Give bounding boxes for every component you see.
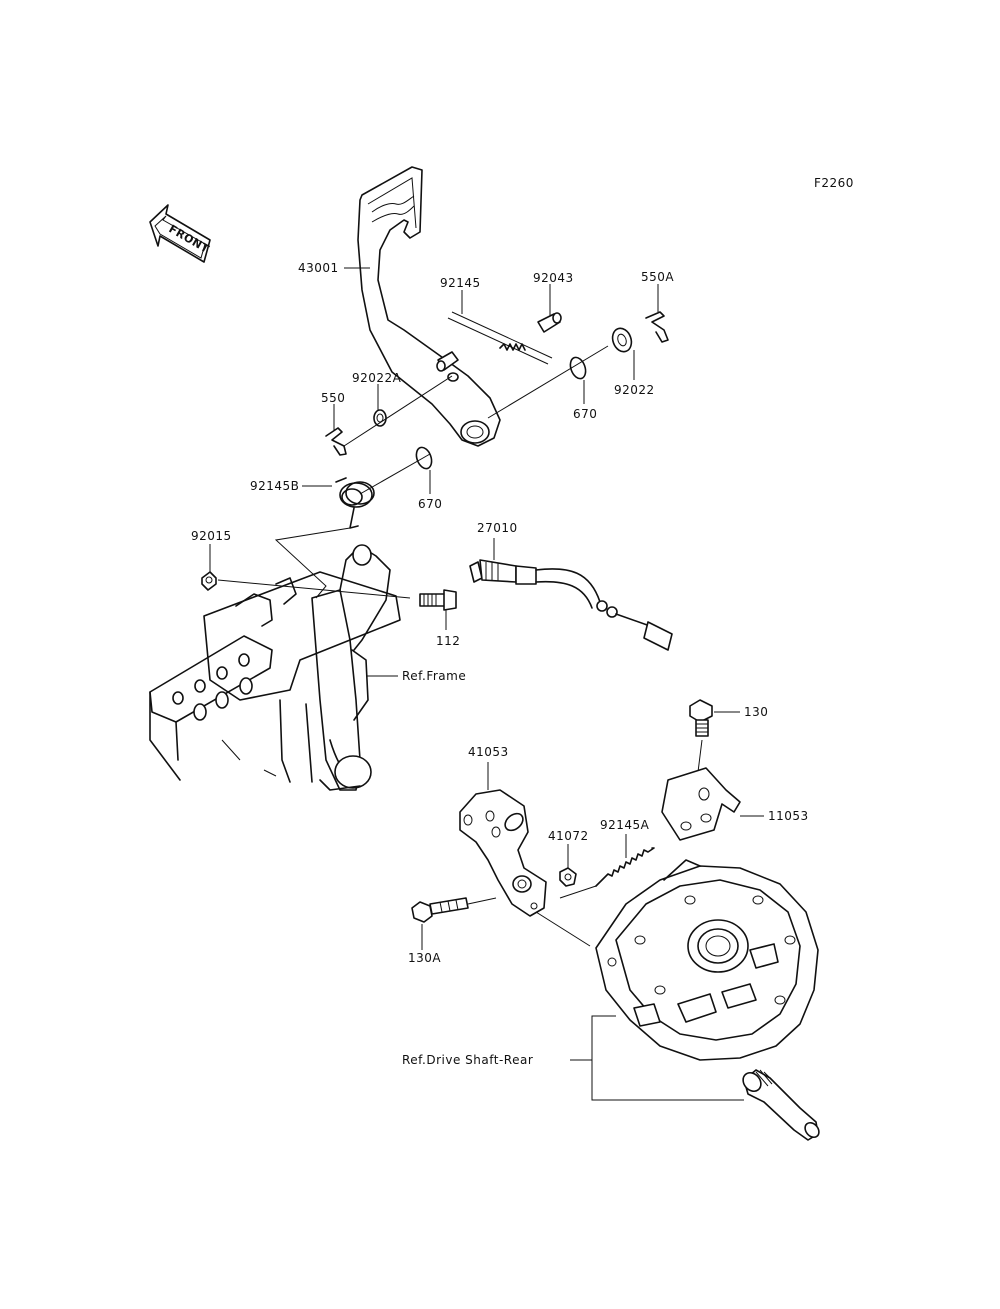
bolt-112 [419,589,457,611]
label-11053: 11053 [768,809,809,823]
spring-92145 [447,311,553,365]
label-550a: 550A [641,270,674,284]
cotter-pin-550a [645,311,669,343]
label-92145b: 92145B [250,479,299,493]
brake-lever-41053 [459,789,547,917]
label-130: 130 [744,705,768,719]
label-92015: 92015 [191,529,232,543]
drive-shaft-reference [742,1069,820,1141]
label-550: 550 [321,391,345,405]
bolt-130-axis [697,739,703,773]
assembly-axis-lower [359,453,431,495]
spring-routing-line [274,527,351,599]
bracket-11053 [661,767,741,841]
label-92022: 92022 [614,383,655,397]
frame-reference [149,544,401,791]
label-92022a: 92022A [352,371,402,385]
brake-light-switch-27010 [469,559,673,651]
assembly-axis-upper [343,345,609,447]
leader-lines [209,267,764,1101]
nut-41072 [559,867,577,887]
drive-shaft-housing-reference [595,859,819,1061]
pin-92043 [537,312,562,333]
label-ref-frame: Ref.Frame [402,669,466,683]
label-43001: 43001 [298,261,339,275]
washer-92022 [611,327,633,353]
o-ring-670-upper [569,356,587,380]
label-670-lower: 670 [418,497,442,511]
label-92145a: 92145A [600,818,650,832]
label-92043: 92043 [533,271,574,285]
nut-92015 [201,571,217,591]
label-41053: 41053 [468,745,509,759]
nut-axis-line [217,579,411,599]
label-112: 112 [436,634,460,648]
label-130a: 130A [408,951,441,965]
torsion-spring-92145b [335,477,375,529]
diagram-code: F2260 [814,176,854,190]
label-92145: 92145 [440,276,481,290]
cotter-pin-550 [325,427,347,456]
front-arrow-icon: FRONT [149,204,212,263]
spring-92145a [559,847,655,899]
label-ref-drive-shaft: Ref.Drive Shaft-Rear [402,1053,533,1067]
label-670-upper: 670 [573,407,597,421]
bolt-130a-axis [467,897,591,947]
bolt-130 [689,699,713,737]
bolt-130a [411,897,469,923]
label-41072: 41072 [548,829,589,843]
label-27010: 27010 [477,521,518,535]
brake-pedal [357,166,501,447]
washer-92022a [373,409,387,427]
